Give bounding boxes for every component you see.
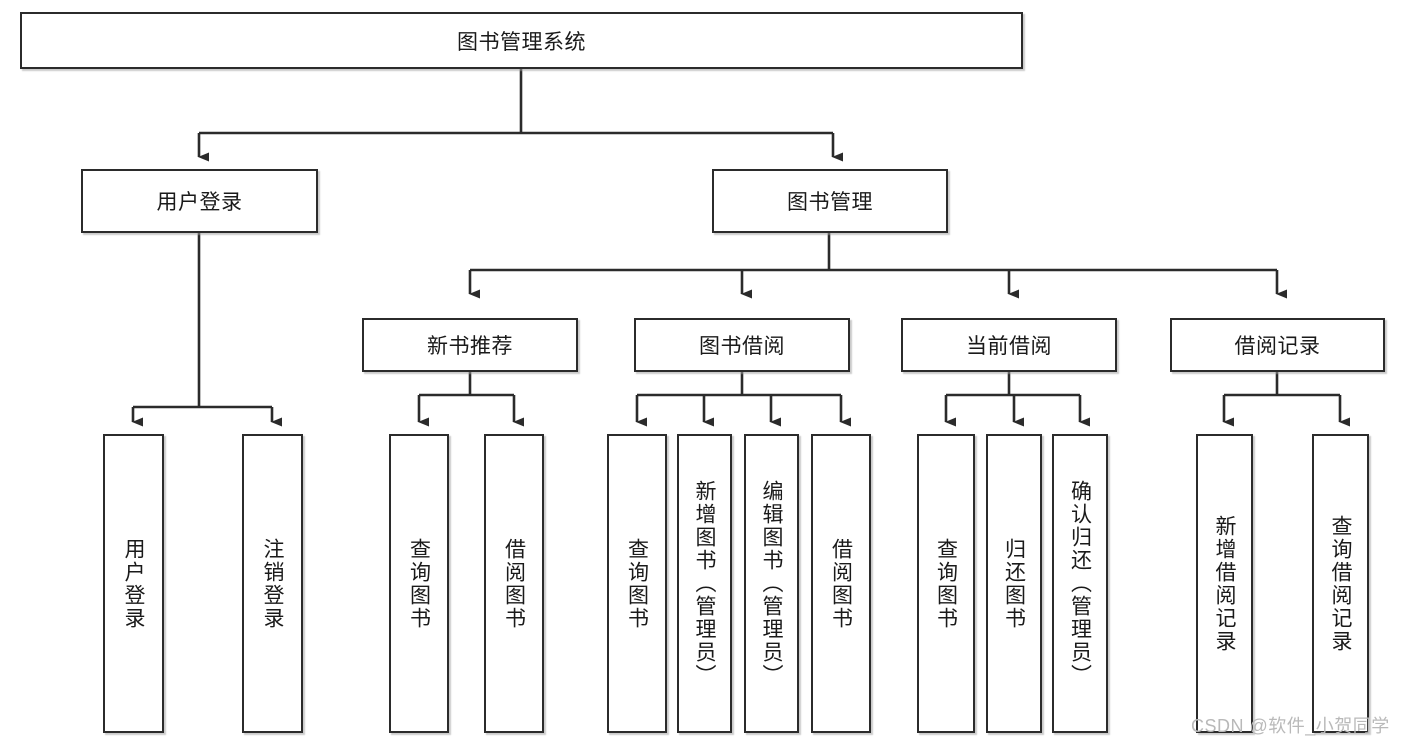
node-new-book-recommend-label: 新书推荐	[427, 335, 513, 358]
node-leaf-add-borrow-record-label: 新增借阅记录	[1213, 514, 1236, 653]
node-leaf-logout-login-label: 注销登录	[261, 537, 284, 630]
node-leaf-query-borrow-record-label: 查询借阅记录	[1329, 514, 1352, 653]
node-leaf-query-book-3-label: 查询图书	[934, 537, 958, 630]
node-root-label: 图书管理系统	[457, 30, 586, 54]
node-book-borrow-label: 图书借阅	[699, 335, 785, 358]
node-leaf-query-book-1-label: 查询图书	[407, 537, 431, 630]
node-leaf-confirm-return-label: 确认归还（管理员）	[1068, 480, 1092, 687]
node-leaf-borrow-book-2[interactable]: 借阅图书	[811, 434, 871, 733]
node-user-login-label: 用户登录	[156, 191, 243, 214]
node-root[interactable]: 图书管理系统	[20, 12, 1023, 69]
node-leaf-return-book[interactable]: 归还图书	[986, 434, 1042, 733]
node-leaf-query-borrow-record[interactable]: 查询借阅记录	[1312, 434, 1369, 733]
node-leaf-borrow-book-1-label: 借阅图书	[502, 537, 526, 630]
node-book-management[interactable]: 图书管理	[712, 169, 948, 233]
node-current-borrow-label: 当前借阅	[966, 335, 1052, 358]
node-borrow-record[interactable]: 借阅记录	[1170, 318, 1385, 372]
node-book-borrow[interactable]: 图书借阅	[634, 318, 850, 372]
node-leaf-query-book-2-label: 查询图书	[625, 537, 649, 630]
node-leaf-confirm-return[interactable]: 确认归还（管理员）	[1052, 434, 1108, 733]
node-leaf-edit-book[interactable]: 编辑图书（管理员）	[744, 434, 799, 733]
node-leaf-user-login[interactable]: 用户登录	[103, 434, 164, 733]
node-new-book-recommend[interactable]: 新书推荐	[362, 318, 578, 372]
node-user-login[interactable]: 用户登录	[81, 169, 318, 233]
node-leaf-add-borrow-record[interactable]: 新增借阅记录	[1196, 434, 1253, 733]
node-leaf-logout-login[interactable]: 注销登录	[242, 434, 303, 733]
node-leaf-add-book-label: 新增图书（管理员）	[693, 480, 716, 687]
csdn-watermark: CSDN @软件_小贺同学	[1191, 716, 1390, 736]
node-leaf-add-book[interactable]: 新增图书（管理员）	[677, 434, 732, 733]
node-leaf-borrow-book-2-label: 借阅图书	[829, 537, 853, 630]
node-leaf-borrow-book-1[interactable]: 借阅图书	[484, 434, 544, 733]
node-leaf-user-login-label: 用户登录	[122, 537, 145, 630]
node-current-borrow[interactable]: 当前借阅	[901, 318, 1117, 372]
node-borrow-record-label: 借阅记录	[1234, 335, 1321, 358]
node-leaf-query-book-1[interactable]: 查询图书	[389, 434, 449, 733]
node-leaf-edit-book-label: 编辑图书（管理员）	[760, 480, 783, 687]
node-leaf-query-book-3[interactable]: 查询图书	[917, 434, 975, 733]
node-leaf-query-book-2[interactable]: 查询图书	[607, 434, 667, 733]
node-book-management-label: 图书管理	[787, 191, 873, 214]
node-leaf-return-book-label: 归还图书	[1002, 537, 1026, 630]
